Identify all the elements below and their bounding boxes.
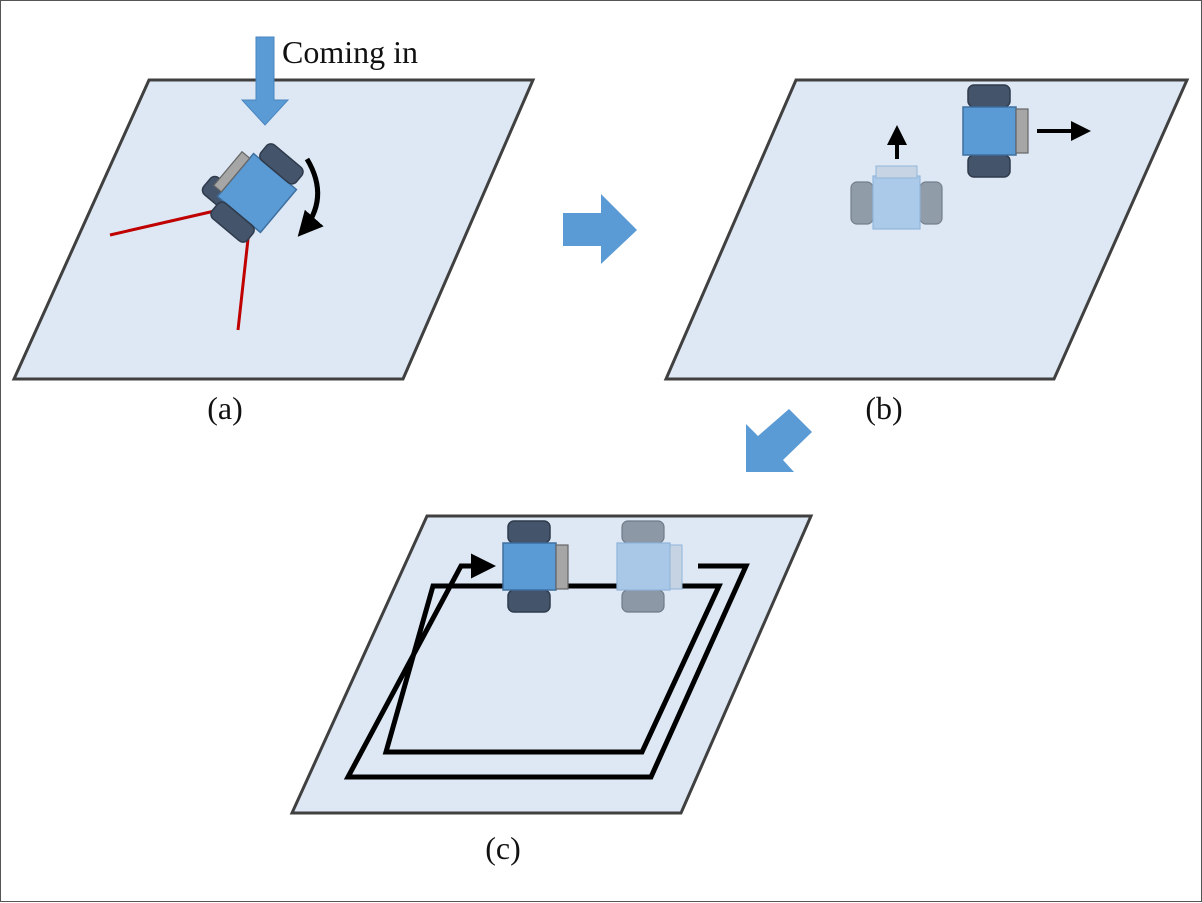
robot-bumper (212, 150, 251, 193)
sensor-ray-down (236, 229, 251, 331)
robot-body-faded (872, 175, 921, 230)
robot-body-b (962, 106, 1017, 156)
robot-body-c-faded (616, 542, 671, 591)
flow-arrow-icon-bc (746, 409, 812, 472)
robot-body-c (502, 542, 557, 591)
robot-icon (201, 143, 304, 243)
panel-c-label: (c) (485, 830, 521, 866)
robot-wheel-bottom-b (967, 154, 1011, 178)
outer-path (343, 553, 750, 780)
robot-wheel-top-c (507, 520, 551, 544)
robot-icon-b (962, 84, 1029, 178)
plane-a (11, 78, 536, 381)
robot-icon-c (502, 520, 569, 613)
plane-c (289, 514, 814, 815)
robot-wheel-top-b (967, 84, 1011, 108)
sensor-ray-left (109, 208, 220, 237)
robot-wheel-top-c-faded (621, 520, 665, 544)
panel-a-label: (a) (207, 390, 243, 426)
rotation-arrow-icon (297, 157, 324, 237)
robot-wheel-bottom-c-faded (621, 589, 665, 613)
panel-a: Coming in (a) (11, 34, 536, 426)
panel-c: (c) (289, 514, 814, 866)
flow-arrow-icon-ab (563, 194, 637, 264)
panel-b: (b) (663, 78, 1190, 426)
incoming-label: Coming in (282, 34, 418, 70)
robot-icon-c-faded (616, 520, 683, 613)
robot-wheel-bottom-c (507, 589, 551, 613)
robot-bumper-c-faded (669, 544, 683, 590)
panel-b-label: (b) (865, 390, 902, 426)
robot-bumper-c (555, 544, 569, 590)
robot-wheel-faded-left (850, 181, 874, 225)
plane-b (663, 78, 1190, 381)
robot-wheel-top (259, 143, 304, 185)
robot-bumper-faded (875, 165, 918, 179)
robot-bumper-b (1015, 108, 1029, 154)
robot-wheel-faded-right (919, 181, 943, 225)
robot-wheel-bottom (210, 201, 255, 243)
incoming-arrow-icon (240, 36, 290, 126)
robot-icon-faded (850, 165, 943, 230)
